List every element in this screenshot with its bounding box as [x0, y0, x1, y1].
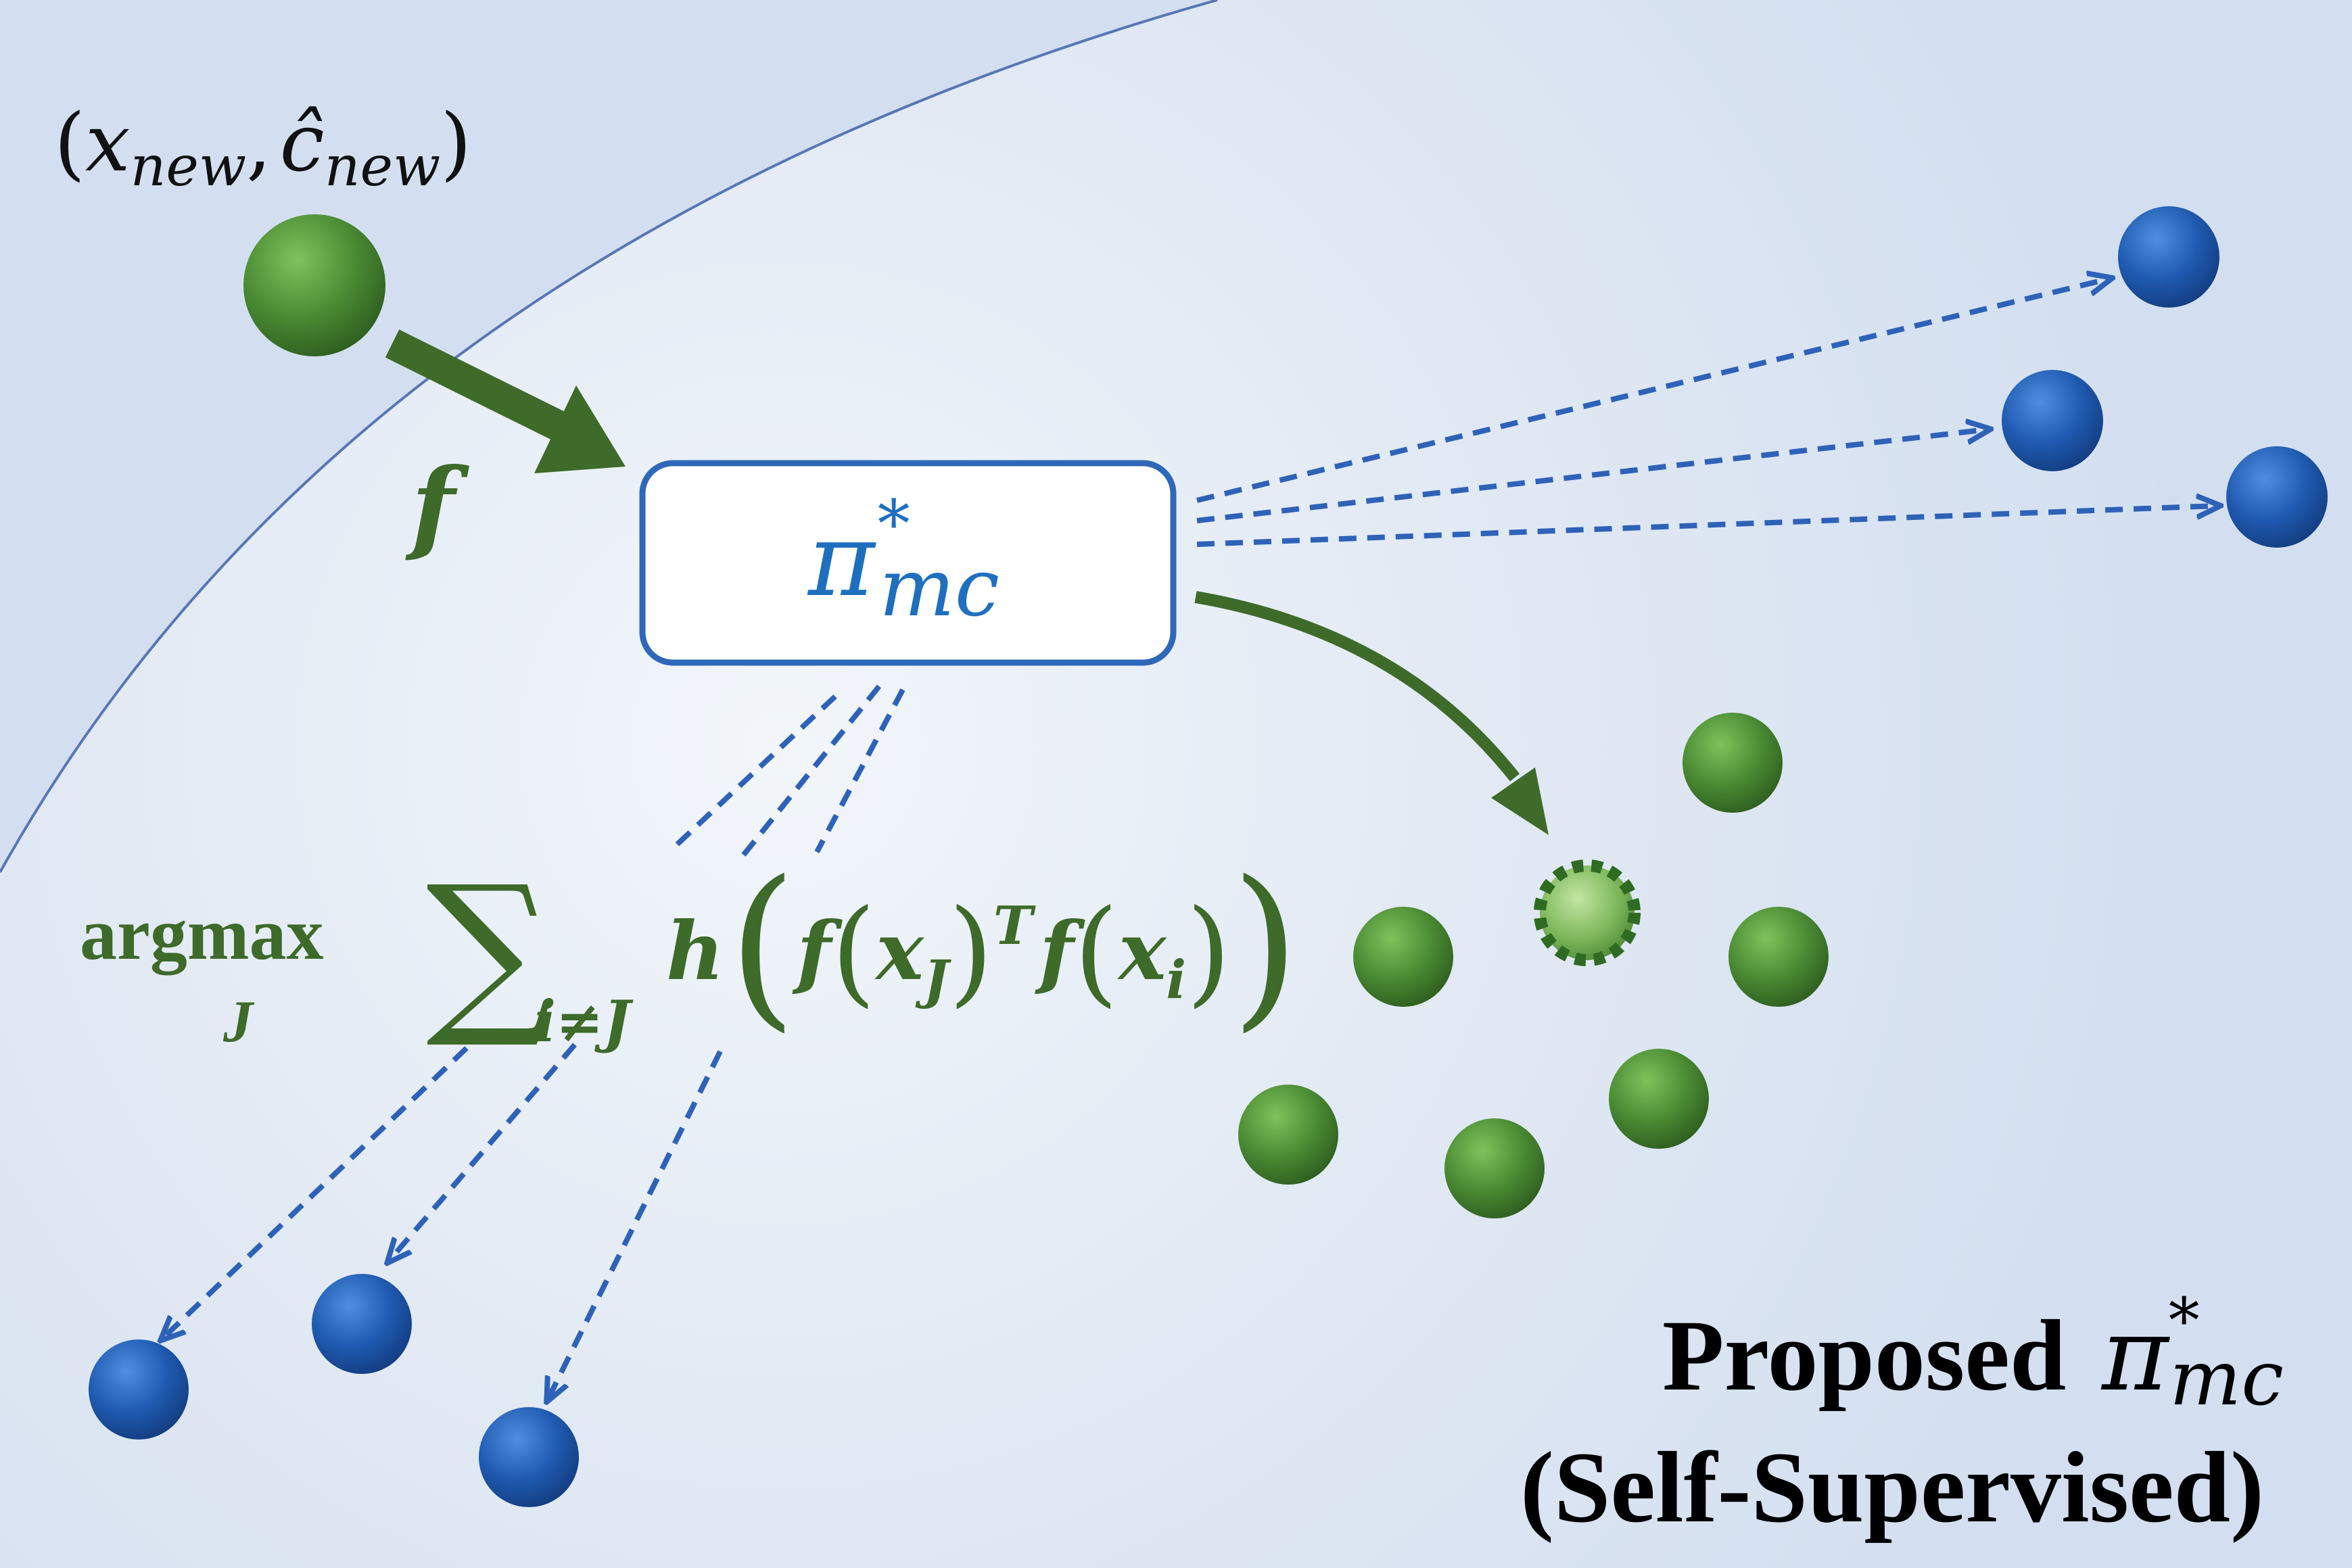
- formula-x2: x: [1116, 904, 1167, 998]
- policy-sup: *: [878, 486, 910, 562]
- green-ball: [1353, 907, 1453, 1007]
- selection-formula: argmax J ∑ i≠J h(f(xJ)Tf(xi)): [80, 844, 1300, 1055]
- blue-ball: [312, 1274, 412, 1374]
- formula-sum: ∑: [426, 849, 552, 1053]
- diagram-title: Proposed π*mc (Self-Supervised): [1520, 1285, 2284, 1544]
- formula-argmax: argmax: [80, 893, 323, 975]
- policy-box: [639, 460, 1177, 666]
- policy-symbol: π*mc: [807, 486, 999, 634]
- label-open-paren: (: [54, 96, 85, 189]
- dashed-arrows-upper-right: [1196, 279, 2218, 547]
- dashed-lines-box-to-formula: [674, 684, 905, 861]
- mapping-arrow: [385, 329, 626, 473]
- green-ball: [1728, 907, 1829, 1007]
- formula-x2-sub: i: [1166, 949, 1186, 1011]
- label-close-paren: ): [440, 96, 471, 189]
- formula-x1: x: [874, 904, 924, 998]
- formula-h: h: [666, 904, 724, 998]
- blue-ball: [2118, 206, 2219, 308]
- green-ball: [1609, 1049, 1709, 1149]
- formula-open-big: (: [728, 844, 797, 1048]
- selection-arrow: [1194, 591, 1549, 835]
- blue-balls-lower-left: [89, 1274, 579, 1507]
- title-pi: π: [2100, 1296, 2170, 1414]
- blue-ball: [89, 1339, 189, 1440]
- green-cluster: [1238, 713, 1829, 1218]
- policy-pi: π: [807, 502, 876, 619]
- label-comma: ,: [246, 96, 272, 189]
- label-x: x: [85, 96, 131, 189]
- blue-ball: [2002, 370, 2103, 471]
- dashed-arrows-lower-left: [162, 1043, 723, 1400]
- green-ball: [1444, 1118, 1545, 1218]
- label-x-sub: new: [131, 135, 247, 199]
- title-line2: (Self-Supervised): [1520, 1431, 2264, 1544]
- green-ball: [1238, 1085, 1338, 1185]
- formula-argmax-sub: J: [222, 989, 255, 1055]
- title-sub: mc: [2169, 1335, 2284, 1423]
- region-boundary: [0, 0, 1218, 873]
- title-symbol: π*mc: [2100, 1285, 2284, 1423]
- formula-open1: (: [831, 885, 876, 1019]
- blue-ball: [2226, 446, 2328, 548]
- selected-prototype-ball: [1534, 859, 1641, 966]
- formula-transpose: T: [993, 895, 1036, 957]
- policy-sub: mc: [879, 541, 999, 634]
- formula-close2: ): [1186, 885, 1231, 1019]
- label-c: ĉ: [280, 96, 325, 189]
- title-line1: Proposed: [1662, 1300, 2066, 1412]
- formula-close1: ): [949, 885, 993, 1019]
- formula-sum-sub: i≠J: [534, 988, 634, 1055]
- input-point-label: (xnew,ĉnew): [54, 96, 471, 199]
- green-ball: [1683, 713, 1783, 813]
- input-point-ball: [243, 214, 385, 356]
- formula-body: h(f(xJ)Tf(xi)): [666, 844, 1300, 1048]
- label-c-sub: new: [325, 135, 441, 199]
- formula-close-big: ): [1231, 844, 1299, 1048]
- title-sup: *: [2169, 1285, 2200, 1357]
- blue-balls-upper-right: [2002, 206, 2328, 548]
- blue-ball: [479, 1407, 579, 1507]
- formula-open2: (: [1074, 885, 1119, 1019]
